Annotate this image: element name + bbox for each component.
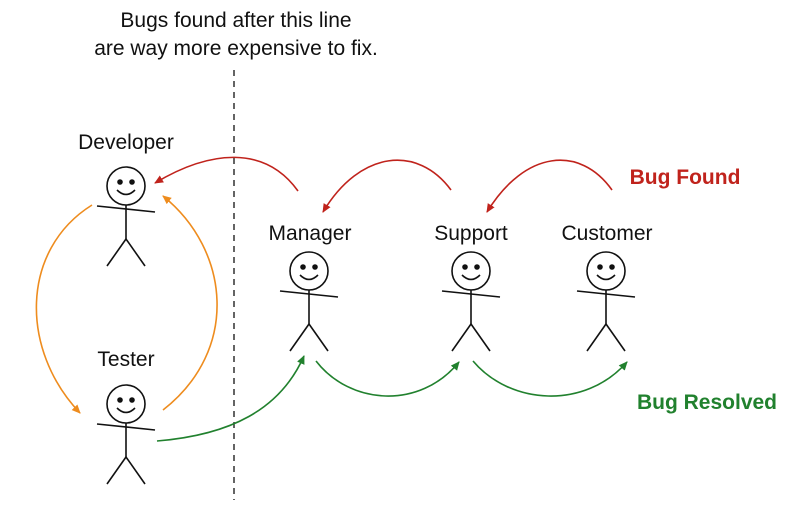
arrow-developer-to-tester (35, 204, 93, 414)
customer-figure (576, 251, 636, 352)
tester-label: Tester (97, 348, 155, 371)
arrow-support-to-customer (472, 360, 628, 397)
bug-found-label: Bug Found (629, 166, 741, 189)
caption-line-1: Bugs found after this line (120, 9, 352, 32)
arrow-manager-to-developer (154, 156, 299, 192)
arrow-customer-to-support (486, 159, 613, 213)
tester-figure (96, 384, 156, 485)
caption-line-2: are way more expensive to fix. (94, 37, 378, 60)
arrow-tester-to-manager (156, 355, 305, 442)
customer-label: Customer (561, 222, 653, 245)
arrow-manager-to-support (315, 360, 460, 397)
cost-boundary-caption: Bugs found after this line are way more … (94, 7, 378, 63)
support-label: Support (434, 222, 508, 245)
developer-figure (96, 166, 156, 267)
arrow-support-to-manager (322, 159, 452, 213)
manager-figure (279, 251, 339, 352)
manager-label: Manager (268, 222, 352, 245)
arrow-tester-to-developer (162, 195, 218, 411)
developer-label: Developer (78, 131, 174, 154)
support-figure (441, 251, 501, 352)
bug-resolved-label: Bug Resolved (636, 391, 778, 414)
